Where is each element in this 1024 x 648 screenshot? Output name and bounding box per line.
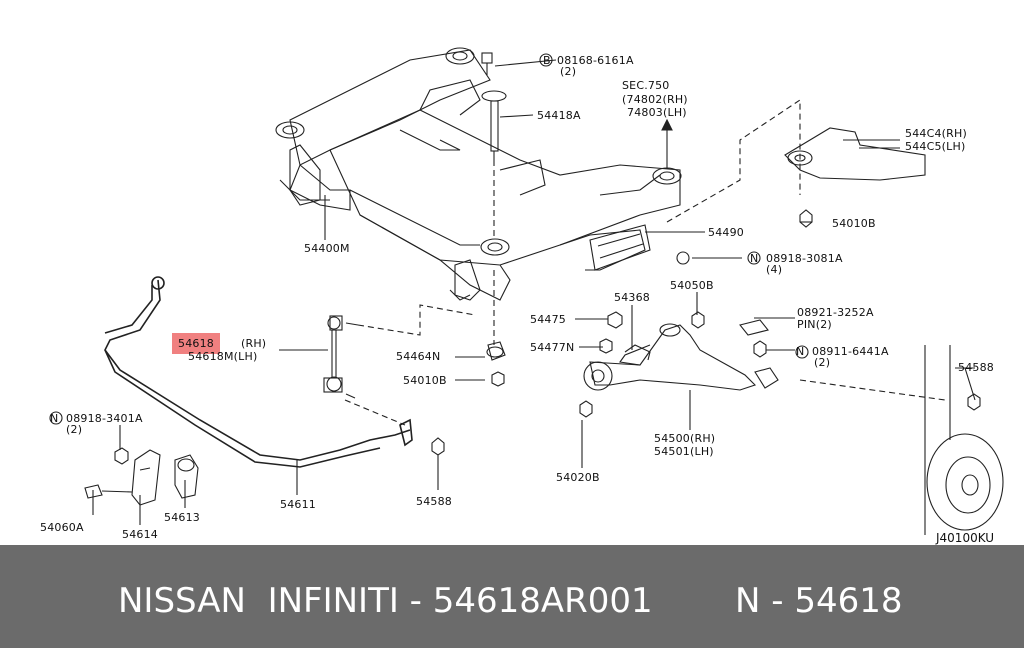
footer-brand-part-number: NISSAN INFINITI - 54618AR001	[118, 581, 653, 621]
bracket-544C4	[784, 127, 926, 228]
knuckle-rotor	[924, 345, 1004, 535]
diagram-drawing	[49, 47, 1004, 535]
lower-control-arm-54500	[583, 323, 779, 391]
label-54613: 54613	[164, 511, 200, 524]
label-74803: 74803(LH)	[627, 106, 687, 119]
label-54618-highlighted: 54618	[172, 333, 220, 354]
label-54588-lower: 54588	[416, 495, 452, 508]
label-08918-3401A: 08918-3401A	[66, 412, 143, 425]
leader-solid	[92, 59, 976, 525]
label-n-prefix-3401A: N	[50, 412, 59, 425]
label-544C4: 544C4(RH)	[905, 127, 967, 140]
label-08911-qty: (2)	[814, 356, 831, 369]
label-54368: 54368	[614, 291, 650, 304]
label-08911-6441A: 08911-6441A	[812, 345, 889, 358]
bushing-and-clamp	[84, 447, 199, 506]
sec-arrow	[661, 118, 673, 168]
stabilizer-link-54618	[323, 315, 359, 399]
module-54490	[589, 224, 690, 271]
label-54010B-top: 54010B	[832, 217, 876, 230]
label-08918-3401A-qty: (2)	[66, 423, 83, 436]
parts-diagram: B 08168-6161A (2) 54418A SEC.750 (74802(…	[40, 47, 1004, 545]
label-08168-6161A: 08168-6161A	[557, 54, 634, 67]
footer-diagram-ref: N - 54618	[735, 581, 903, 621]
label-54490: 54490	[708, 226, 744, 239]
leader-lines	[344, 98, 946, 426]
label-08921-3252A: 08921-3252A	[797, 306, 874, 319]
subframe-crossmember	[275, 47, 682, 301]
label-08918-3081A-qty: (4)	[766, 263, 783, 276]
label-54060A: 54060A	[40, 521, 84, 534]
label-74802: (74802(RH)	[622, 93, 688, 106]
label-54618-rh: (RH)	[241, 337, 267, 350]
label-n-prefix-6441A: N	[796, 345, 805, 358]
label-54611: 54611	[280, 498, 316, 511]
label-54464N: 54464N	[396, 350, 441, 363]
stabilizer-bar-54611	[104, 276, 413, 468]
bolt-ref-prefix: B	[543, 54, 551, 67]
label-544C5: 544C5(LH)	[905, 140, 966, 153]
label-54020B: 54020B	[556, 471, 600, 484]
label-08918-3081A: 08918-3081A	[766, 252, 843, 265]
label-54010B-mid: 54010B	[403, 374, 447, 387]
label-sec-750: SEC.750	[622, 79, 670, 92]
label-54501: 54501(LH)	[654, 445, 714, 458]
nuts	[431, 311, 981, 456]
label-54400M: 54400M	[304, 242, 350, 255]
label-54614: 54614	[122, 528, 158, 541]
diagram-code: J40100KU	[936, 531, 995, 545]
label-54500: 54500(RH)	[654, 432, 716, 445]
prefix-circles	[49, 53, 809, 425]
label-n-prefix-3081A: N	[750, 252, 759, 265]
label-54477N: 54477N	[530, 341, 575, 354]
label-pin: PIN(2)	[797, 318, 832, 331]
label-54618M: 54618M(LH)	[188, 350, 258, 363]
label-54418A: 54418A	[537, 109, 581, 122]
label-08168-qty: (2)	[560, 65, 577, 78]
footer-banner: NISSAN INFINITI - 54618AR001 N - 54618	[0, 545, 1024, 648]
label-54050B: 54050B	[670, 279, 714, 292]
bolt-54418A	[481, 52, 507, 160]
label-54588-right: 54588	[958, 361, 994, 374]
label-54475: 54475	[530, 313, 566, 326]
